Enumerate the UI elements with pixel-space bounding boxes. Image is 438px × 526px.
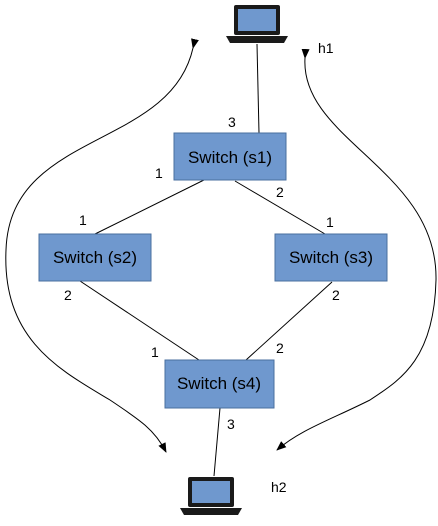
port-label-s3-s4: 2 [332,287,340,303]
port-label-s4-s2: 1 [151,344,159,360]
switch-box-s4 [164,359,275,409]
switch-label-s4: Switch (s4) [177,374,261,393]
link-s2-s4 [79,280,206,365]
port-label-s4-h2: 3 [227,416,235,432]
switch-s4: Switch (s4) [164,359,275,409]
switch-label-s3: Switch (s3) [289,248,373,267]
host-label-h1: h1 [318,40,334,56]
laptop-icon [226,5,288,43]
port-label-s2-s4: 2 [64,287,72,303]
switch-box-s3 [274,233,388,282]
link-s3-s4 [245,281,333,361]
link-h1-s1 [256,43,260,134]
host-h1: h1 [226,5,334,56]
link-s4-h2 [213,407,221,477]
switch-box-s1 [173,132,287,181]
switch-s2: Switch (s2) [38,233,152,282]
port-label-s3-s1: 1 [326,214,334,230]
host-label-h2: h2 [271,479,287,495]
flow-path-right [276,48,437,451]
switch-s1: Switch (s1) [173,132,287,181]
switch-label-s2: Switch (s2) [53,248,137,267]
laptop-icon [180,477,242,515]
switch-s3: Switch (s3) [274,233,388,282]
port-label-s1-h1: 3 [228,114,236,130]
port-label-s1-s2: 1 [155,165,163,181]
switch-box-s2 [38,233,152,282]
port-label-s2-s1: 1 [79,212,87,228]
port-label-s4-s3: 2 [276,340,284,356]
link-s1-s2 [94,176,211,235]
port-label-s1-s3: 2 [276,184,284,200]
switch-label-s1: Switch (s1) [188,148,272,167]
flow-path-left [5,38,199,453]
host-h2: h2 [180,477,287,515]
